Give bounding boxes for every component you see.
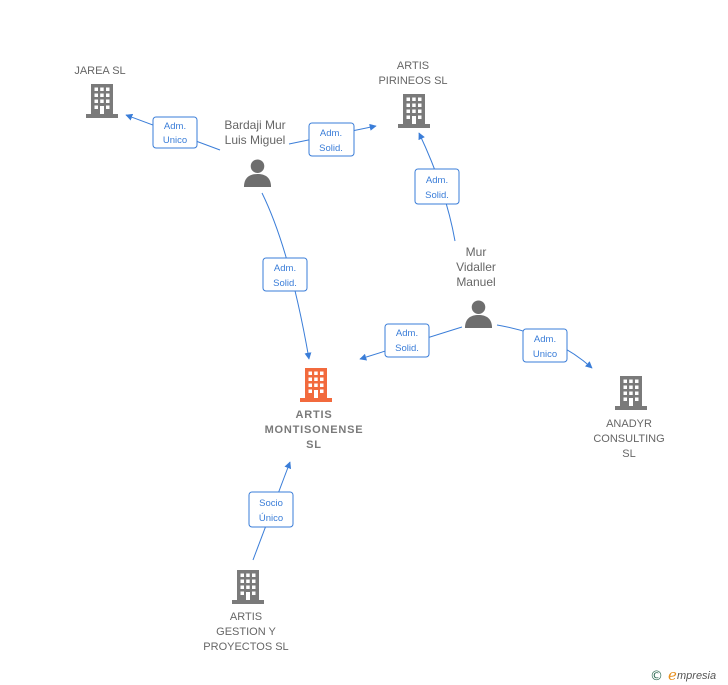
edge-label-line: Unico [163, 135, 187, 146]
edge-label-line: Socio [259, 498, 283, 509]
edge-label-line: Adm. [426, 175, 448, 186]
node-label: Mur [466, 245, 487, 259]
node-label: MONTISONENSE [265, 424, 364, 436]
node-artis-gestion[interactable]: ARTIS GESTION Y PROYECTOS SL [203, 570, 289, 653]
node-bardaji[interactable]: Bardaji Mur Luis Miguel [224, 118, 286, 187]
node-label: PROYECTOS SL [203, 641, 288, 653]
node-artis-montisonense[interactable]: ARTIS MONTISONENSE SL [265, 368, 364, 451]
building-icon [232, 570, 264, 604]
edge-label-line: Adm. [534, 334, 556, 345]
node-label: Bardaji Mur [224, 118, 285, 132]
edge-label-line: Solid. [395, 343, 419, 354]
node-label: JAREA SL [74, 65, 125, 77]
node-label: ANADYR [606, 418, 652, 430]
edge-label-line: Solid. [425, 190, 449, 201]
edge-label-line: Adm. [320, 128, 342, 139]
node-mur-vidaller[interactable]: Mur Vidaller Manuel [456, 245, 496, 328]
node-label: ARTIS [230, 611, 262, 623]
edge-gestion-montisonense: Socio Único [248, 461, 294, 561]
node-label: Manuel [456, 275, 495, 289]
copyright-icon: © [650, 669, 663, 684]
node-label: SL [306, 439, 322, 451]
building-icon [300, 368, 332, 402]
edge-mur-pirineos: Adm. Solid. [414, 132, 460, 242]
building-icon [398, 94, 430, 128]
node-label: PIRINEOS SL [378, 75, 447, 87]
edge-bardaji-jarea: Adm. Unico [125, 113, 221, 151]
brand-initial: e [668, 666, 677, 684]
edge-label-line: Único [259, 513, 283, 524]
edge-label-line: Solid. [273, 278, 297, 289]
edge-mur-anadyr: Adm. Unico [496, 324, 593, 369]
node-label: ARTIS [397, 60, 429, 72]
edge-mur-montisonense: Adm. Solid. [359, 323, 463, 361]
edge-label-line: Adm. [396, 328, 418, 339]
building-icon [86, 84, 118, 118]
edge-label-line: Adm. [164, 121, 186, 132]
person-icon [464, 300, 493, 328]
edge-bardaji-montisonense: Adm. Solid. [261, 192, 312, 360]
edge-bardaji-pirineos: Adm. Solid. [288, 122, 377, 157]
node-label: Vidaller [456, 260, 496, 274]
empresia-credit[interactable]: © e mpresia [650, 666, 716, 684]
node-label: Luis Miguel [225, 133, 286, 147]
node-label: CONSULTING [593, 433, 664, 445]
person-icon [243, 159, 272, 187]
brand-name: mpresia [677, 670, 716, 682]
node-label: ARTIS [296, 409, 333, 421]
node-label: SL [622, 448, 635, 460]
node-artis-pirineos[interactable]: ARTIS PIRINEOS SL [378, 60, 448, 128]
node-label: GESTION Y [216, 626, 276, 638]
edge-label-line: Solid. [319, 143, 343, 154]
edge-label-line: Adm. [274, 263, 296, 274]
node-anadyr[interactable]: ANADYR CONSULTING SL [593, 376, 665, 460]
building-icon [615, 376, 647, 410]
edge-label-line: Unico [533, 349, 557, 360]
node-jarea[interactable]: JAREA SL [74, 65, 126, 118]
